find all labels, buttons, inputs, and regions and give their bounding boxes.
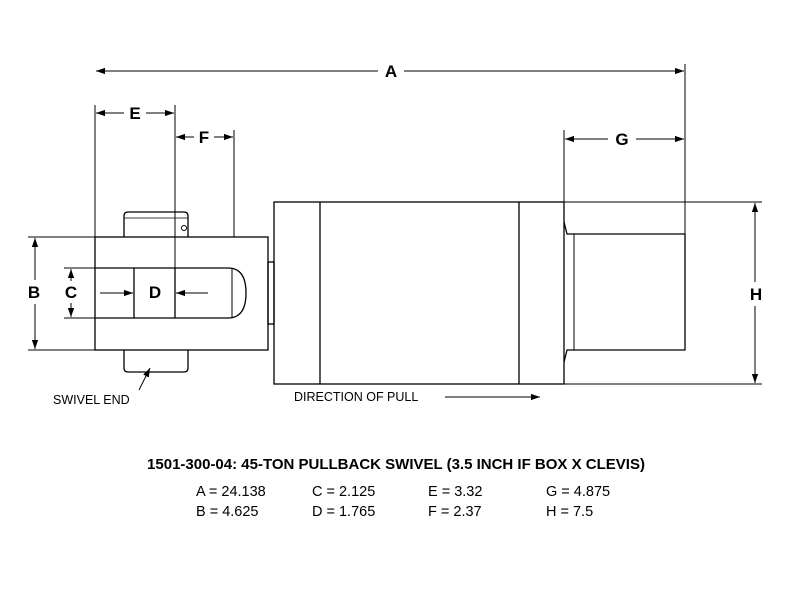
direction-note: DIRECTION OF PULL (294, 390, 418, 404)
label-g: G (615, 130, 628, 149)
swivel-end-leader (138, 367, 151, 391)
label-c: C (65, 283, 77, 302)
dim-value: E = 3.32 (428, 484, 483, 500)
dim-value: G = 4.875 (546, 484, 611, 500)
label-d: D (149, 283, 161, 302)
clevis-top-lug (123, 211, 189, 237)
label-h: H (750, 285, 762, 304)
clevis-slot (95, 267, 247, 319)
dim-value: D = 1.765 (312, 504, 376, 520)
dim-value: B = 4.625 (196, 504, 259, 520)
swivel-end-note: SWIVEL END (53, 393, 130, 407)
dim-value: H = 7.5 (546, 504, 594, 520)
neck (267, 261, 275, 325)
label-b: B (28, 283, 40, 302)
dim-value: A = 24.138 (196, 484, 266, 500)
main-body (273, 201, 565, 385)
part-title: 1501-300-04: 45-TON PULLBACK SWIVEL (3.5… (147, 456, 645, 473)
dim-value: C = 2.125 (312, 484, 376, 500)
box-end (563, 221, 686, 363)
clevis-pin-dot (181, 225, 187, 231)
label-f: F (199, 128, 209, 147)
clevis-bottom-lug (123, 350, 189, 373)
label-e: E (129, 104, 140, 123)
dimension-table: A = 24.138 C = 2.125 E = 3.32 G = 4.875 … (196, 484, 666, 520)
label-a: A (385, 62, 397, 81)
dim-value: F = 2.37 (428, 504, 482, 520)
